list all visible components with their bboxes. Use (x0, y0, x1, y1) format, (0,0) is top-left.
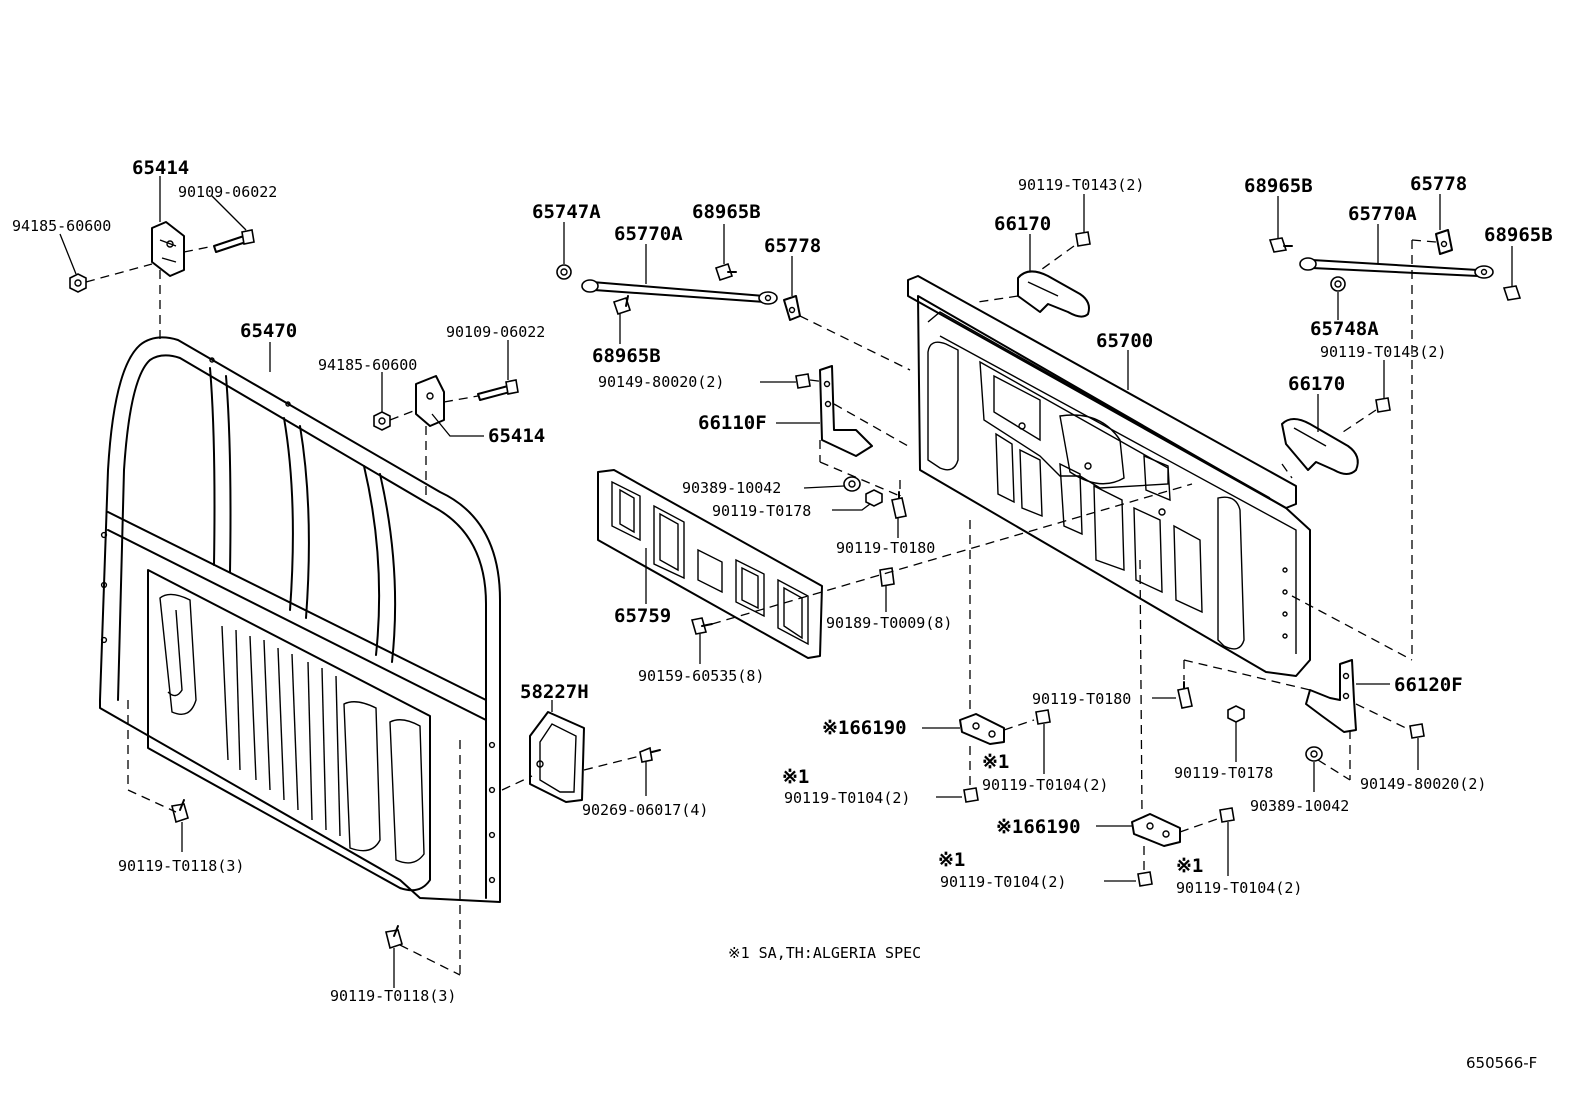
hinge-166190-b (1131, 813, 1181, 847)
nut-90389-10042-right (1305, 746, 1323, 762)
label-90119-T0180-right: 90119-T0180 (1032, 690, 1131, 708)
label-68965B-right-b: 68965B (1484, 224, 1553, 246)
label-90119-T0104-a: 90119-T0104(2) (982, 776, 1108, 794)
label-68965B-right-a: 68965B (1244, 175, 1313, 197)
label-65778-left: 65778 (764, 235, 821, 257)
label-65770A-left: 65770A (614, 223, 683, 245)
label-65747A: 65747A (532, 201, 601, 223)
clip-65778-right (1435, 229, 1453, 255)
screw-90269-06017 (639, 746, 661, 763)
label-90119-T0143-right: 90119-T0143(2) (1320, 343, 1446, 361)
bracket-66110F (819, 365, 873, 457)
bolt-90149-80020-right (1409, 723, 1425, 739)
label-66120F: 66120F (1394, 674, 1463, 696)
hinge-bracket-65414-top (151, 221, 185, 277)
label-65748A: 65748A (1310, 318, 1379, 340)
label-66170-right: 66170 (1288, 373, 1345, 395)
label-166190-b: ※166190 (996, 816, 1081, 838)
label-90149-80020-left: 90149-80020(2) (598, 373, 724, 391)
bolt-90119-T0180-left (891, 491, 907, 519)
label-65414-mid: 65414 (488, 425, 545, 447)
clip-90189-T0009 (879, 567, 895, 587)
label-90119-T0104-b: 90119-T0104(2) (784, 789, 910, 807)
label-65414-top: 65414 (132, 157, 189, 179)
nut-94185-60600-top (69, 273, 87, 293)
label-65770A-right: 65770A (1348, 203, 1417, 225)
label-90119-T0178-right: 90119-T0178 (1174, 764, 1273, 782)
label-90119-T0143-top: 90119-T0143(2) (1018, 176, 1144, 194)
label-90119-T0180-left: 90119-T0180 (836, 539, 935, 557)
bushing-65747A (556, 264, 572, 280)
bolt-90119-T0104-b (963, 787, 979, 803)
label-90269-06017: 90269-06017(4) (582, 801, 708, 819)
nut-94185-60600-mid (373, 411, 391, 431)
bolt-90109-06022-mid (477, 379, 519, 401)
label-65759: 65759 (614, 605, 671, 627)
label-90149-80020-right: 90149-80020(2) (1360, 775, 1486, 793)
label-90389-10042-right: 90389-10042 (1250, 797, 1349, 815)
label-90109-06022-mid: 90109-06022 (446, 323, 545, 341)
bolt-90119-T0118-left (171, 799, 189, 824)
label-90119-T0104-c: 90119-T0104(2) (940, 873, 1066, 891)
label-65700: 65700 (1096, 330, 1153, 352)
screw-90159-60535 (690, 617, 713, 635)
label-58227H: 58227H (520, 681, 589, 703)
bolt-68965B-low (612, 295, 632, 316)
label-65778-right: 65778 (1410, 173, 1467, 195)
mark-1-a: ※1 (982, 751, 1009, 773)
mark-1-d: ※1 (1176, 855, 1203, 877)
headboard-panel-65470 (99, 336, 501, 903)
bolt-68965B-top (714, 262, 737, 282)
label-90109-06022-top: 90109-06022 (178, 183, 277, 201)
bolt-90119-T0180-right (1177, 681, 1193, 709)
footnote: ※1 SA,TH:ALGERIA SPEC (728, 944, 921, 962)
label-90189-T0009: 90189-T0009(8) (826, 614, 952, 632)
label-90119-T0178-left: 90119-T0178 (712, 502, 811, 520)
bolt-90149-80020-left (795, 373, 811, 389)
bolt-90109-06022-top (213, 229, 255, 253)
bolt-90119-T0104-d (1137, 871, 1153, 887)
label-94185-60600-mid: 94185-60600 (318, 356, 417, 374)
bolt-68965B-right-a (1268, 237, 1293, 253)
label-90119-T0118-left: 90119-T0118(3) (118, 857, 244, 875)
bushing-65748A (1330, 276, 1346, 292)
bracket-66120F (1305, 659, 1357, 733)
label-90119-T0104-d: 90119-T0104(2) (1176, 879, 1302, 897)
bolt-90119-T0178-left (865, 489, 883, 507)
label-65470: 65470 (240, 320, 297, 342)
bolt-90119-T0143-top (1075, 231, 1091, 247)
hinge-166190-a (959, 713, 1005, 745)
label-90389-10042-left: 90389-10042 (682, 479, 781, 497)
handle-66170-top (1017, 270, 1090, 318)
bolt-90119-T0118-bottom (385, 925, 403, 950)
label-90159-60535: 90159-60535(8) (638, 667, 764, 685)
bolt-90119-T0104-c (1219, 807, 1235, 823)
bolt-68965B-right-b (1502, 285, 1522, 301)
label-66110F: 66110F (698, 412, 767, 434)
hinge-bracket-65414-mid (415, 375, 445, 427)
bolt-90119-T0178-right (1227, 705, 1245, 723)
cable-65770A-left (581, 279, 778, 305)
label-66170-top: 66170 (994, 213, 1051, 235)
label-90119-T0118-bottom: 90119-T0118(3) (330, 987, 456, 1005)
handle-66170-right (1281, 418, 1359, 475)
panel-65759 (597, 469, 823, 659)
bolt-90119-T0143-right (1375, 397, 1391, 413)
label-68965B-low: 68965B (592, 345, 661, 367)
mark-1-b: ※1 (782, 766, 809, 788)
nut-90389-10042-left (843, 476, 861, 492)
label-166190-a: ※166190 (822, 717, 907, 739)
mark-1-c: ※1 (938, 849, 965, 871)
clip-65778-left (783, 295, 801, 321)
label-68965B-top: 68965B (692, 201, 761, 223)
label-94185-60600-top: 94185-60600 (12, 217, 111, 235)
cable-65770A-right (1299, 257, 1494, 279)
drawing-code: 650566-F (1466, 1054, 1537, 1072)
bolt-90119-T0104-a (1035, 709, 1051, 725)
tailgate-65700 (907, 275, 1311, 677)
plate-58227H (529, 711, 585, 803)
